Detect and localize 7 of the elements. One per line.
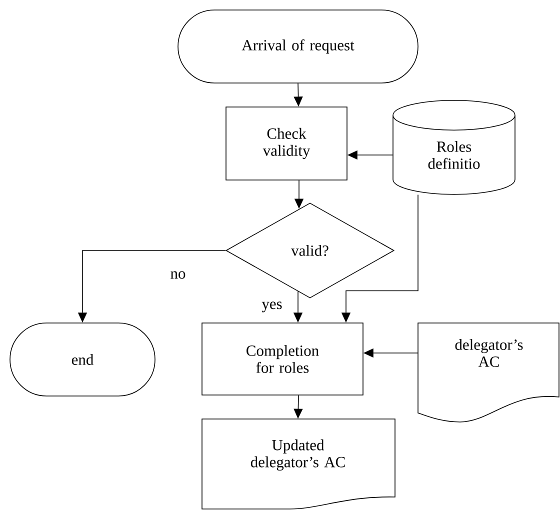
process-box: Completion for roles — [202, 322, 364, 396]
process-box: Check validity — [226, 106, 348, 180]
edge-label: yes — [260, 300, 284, 314]
edge-label: no — [169, 270, 187, 280]
database-cylinder: Roles definitio — [392, 100, 516, 195]
terminal-box: end — [10, 322, 156, 396]
terminal-box: Arrival of request — [178, 10, 418, 84]
